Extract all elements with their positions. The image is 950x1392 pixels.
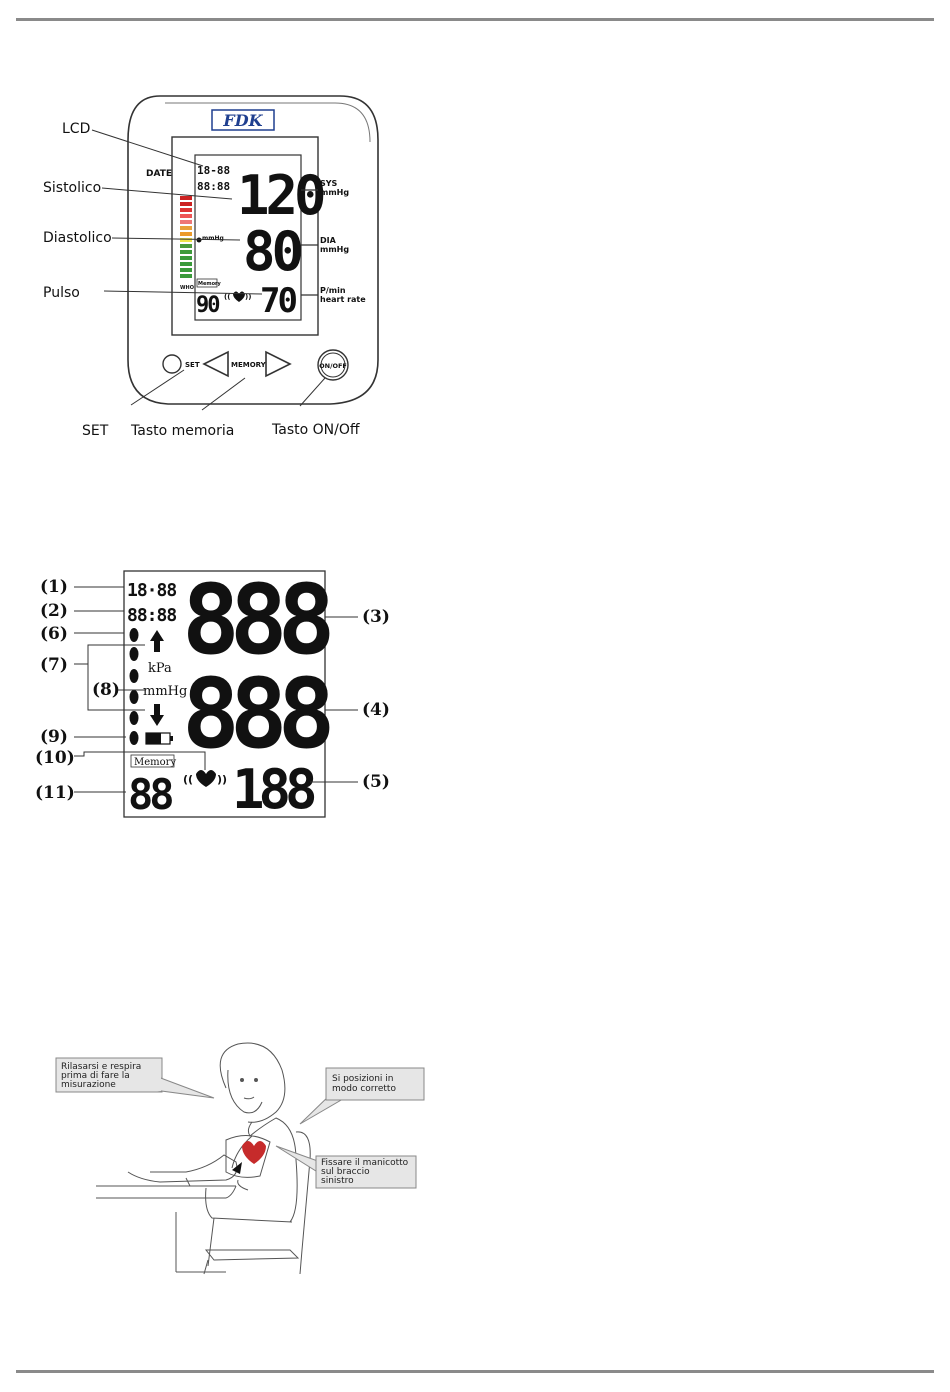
callout-memory-key: Tasto memoria <box>130 423 234 439</box>
seg-pulse: 188 <box>232 758 315 821</box>
lcd-diagram: 18·88 88:88 888 888 kPa mmHg Memory 88 (… <box>35 564 390 821</box>
bottom-rule <box>16 1370 934 1373</box>
label-4: (4) <box>362 700 390 720</box>
callout-pulse: Pulso <box>43 285 80 301</box>
cuff-heart-icon <box>242 1141 266 1164</box>
lcd-heart-icon: (( )) <box>224 291 251 302</box>
svg-text:)): )) <box>217 773 227 786</box>
lcd-dia-value: 80 <box>243 220 302 283</box>
memory-right-button[interactable] <box>265 350 292 378</box>
svg-text:SET: SET <box>185 361 200 369</box>
memory-left-button[interactable] <box>202 350 229 378</box>
svg-text:((: (( <box>183 773 193 786</box>
tip-relax-1: Rilasarsi e respira <box>61 1062 141 1072</box>
tip-position-2: modo corretto <box>332 1084 396 1094</box>
tip-position-1: Si posizioni in <box>332 1074 393 1084</box>
label-9: (9) <box>40 727 68 747</box>
label-7: (7) <box>40 655 68 675</box>
date-label: DATE <box>146 169 172 179</box>
who-label: WHO <box>180 285 194 291</box>
lcd-dot <box>196 237 202 243</box>
callout-diastolic: Diastolico <box>43 230 112 246</box>
device-figure: FDK WHO DATE 18-88 88:88 120 80 mmHg Mem… <box>43 95 379 439</box>
svg-text:)): )) <box>245 293 251 301</box>
label-5: (5) <box>362 772 390 792</box>
arrow-up-icon <box>150 630 164 652</box>
unit-mmhg: mmHg <box>143 684 187 699</box>
callout-onoff-key: Tasto ON/Off <box>271 422 360 438</box>
callout-set: SET <box>82 423 109 439</box>
callout-lcd: LCD <box>62 121 90 137</box>
lcd-time-value: 88:88 <box>197 180 230 193</box>
lcd-panel <box>123 570 326 818</box>
lcd-memory-value: 90 <box>196 293 219 318</box>
svg-text:((: (( <box>224 293 230 301</box>
svg-text:ON/OFF: ON/OFF <box>319 362 347 370</box>
lcd-sys-value: 120 <box>237 164 324 227</box>
arrow-down-icon <box>150 704 164 726</box>
label-6: (6) <box>40 624 68 644</box>
tip-relax-2: prima di fare la <box>61 1071 130 1081</box>
dia-unit-1: DIA <box>320 236 337 245</box>
seg-time: 88:88 <box>127 605 176 626</box>
pulse-unit-2: heart rate <box>320 295 366 304</box>
set-button[interactable]: SET <box>162 354 200 374</box>
seg-dia: 888 <box>182 658 330 770</box>
tip-cuff-3: sinistro <box>321 1176 354 1186</box>
sys-unit-1: SYS <box>320 179 338 188</box>
svg-text:mmHg: mmHg <box>202 235 224 242</box>
lcd-memory-label: Memory <box>198 281 221 287</box>
memory-button-label: MEMORY <box>231 361 267 369</box>
sys-unit-2: mmHg <box>320 188 349 197</box>
lcd-inner <box>194 154 302 321</box>
seg-memory: 88 <box>128 770 172 819</box>
callout-systolic: Sistolico <box>43 180 101 196</box>
label-3: (3) <box>362 607 390 627</box>
heart-icon: (( )) <box>183 770 227 787</box>
indicator-dots <box>129 628 139 745</box>
battery-icon <box>145 732 173 745</box>
seg-sys: 888 <box>182 564 330 676</box>
dia-unit-2: mmHg <box>320 245 349 254</box>
unit-kpa: kPa <box>148 661 172 676</box>
tip-cuff-1: Fissare il manicotto <box>321 1158 409 1168</box>
label-10: (10) <box>35 748 75 768</box>
memory-label: Memory <box>134 757 176 768</box>
tip-cuff-2: sul braccio <box>321 1167 370 1177</box>
onoff-button[interactable]: ON/OFF <box>317 349 349 381</box>
brand-logo: FDK <box>222 111 263 130</box>
lcd-date-value: 18-88 <box>197 164 230 177</box>
seg-date: 18·88 <box>127 580 176 601</box>
label-2: (2) <box>40 601 68 621</box>
who-bar <box>180 196 192 278</box>
label-1: (1) <box>40 577 68 597</box>
label-8: (8) <box>92 680 120 700</box>
lcd-pulse-value: 70 <box>260 281 296 321</box>
tip-relax-3: misurazione <box>61 1080 116 1090</box>
top-rule <box>16 18 934 21</box>
label-11: (11) <box>35 783 75 803</box>
pulse-unit-1: P/min <box>320 286 346 295</box>
